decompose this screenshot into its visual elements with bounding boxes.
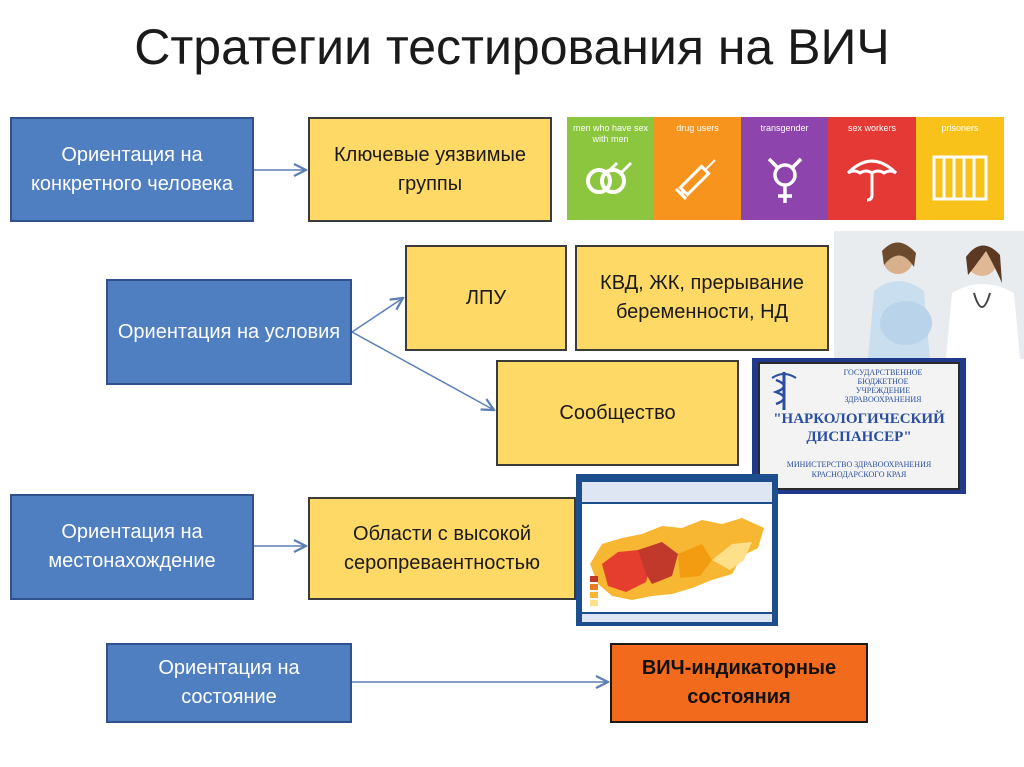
map-panel	[582, 504, 772, 612]
prison-bars-icon	[932, 155, 988, 201]
arrow-community	[351, 331, 494, 410]
key-pop-transgender: transgender	[741, 117, 828, 220]
orientation-person-box: Ориентация на конкретного человека	[10, 117, 254, 222]
hiv-indicator-conditions-box: ВИЧ-индикаторные состояния	[610, 643, 868, 723]
transgender-symbol-icon	[767, 157, 803, 203]
people-illustration	[834, 231, 1024, 359]
key-pop-drug-users: drug users	[654, 117, 741, 220]
syringe-icon	[675, 159, 716, 200]
sign-name: "НАРКОЛОГИЧЕСКИЙ ДИСПАНСЕР"	[773, 411, 945, 445]
orientation-conditions-box: Ориентация на условия	[106, 279, 352, 385]
key-pop-msm: men who have sex with men	[567, 117, 654, 220]
sign-header: ГОСУДАРСТВЕННОЕ БЮДЖЕТНОЕ УЧРЕЖДЕНИЕ ЗДР…	[843, 368, 923, 404]
russia-map-icon	[590, 518, 764, 606]
doctor-pregnant-woman-photo	[834, 231, 1024, 359]
key-pop-sex-workers: sex workers	[828, 117, 916, 220]
umbrella-icon	[846, 159, 898, 202]
orientation-location-box: Ориентация на местонахождение	[10, 494, 254, 600]
community-box: Сообщество	[496, 360, 739, 466]
key-populations-image: men who have sex with men drug users tra…	[567, 117, 1004, 220]
key-groups-box: Ключевые уязвимые группы	[308, 117, 552, 222]
key-pop-prisoners: prisoners	[916, 117, 1004, 220]
kvd-box: КВД, ЖК, прерывание беременности, НД	[575, 245, 829, 351]
narcological-dispensary-sign: ГОСУДАРСТВЕННОЕ БЮДЖЕТНОЕ УЧРЕЖДЕНИЕ ЗДР…	[752, 358, 966, 494]
lpu-box: ЛПУ	[405, 245, 567, 351]
map-caption-bar	[582, 482, 772, 502]
page-title: Стратегии тестирования на ВИЧ	[134, 19, 890, 75]
high-seroprevalence-box: Области с высокой серопреваентностью	[308, 497, 576, 600]
arrow-lpu	[351, 298, 403, 333]
map-footer-bar	[582, 614, 772, 622]
orientation-state-box: Ориентация на состояние	[106, 643, 352, 723]
msm-symbol-icon	[586, 161, 633, 194]
medical-caduceus-icon	[766, 368, 802, 412]
sign-footer: МИНИСТЕРСТВО ЗДРАВООХРАНЕНИЯ КРАСНОДАРСК…	[786, 460, 932, 479]
russia-hiv-map-image	[576, 474, 778, 626]
